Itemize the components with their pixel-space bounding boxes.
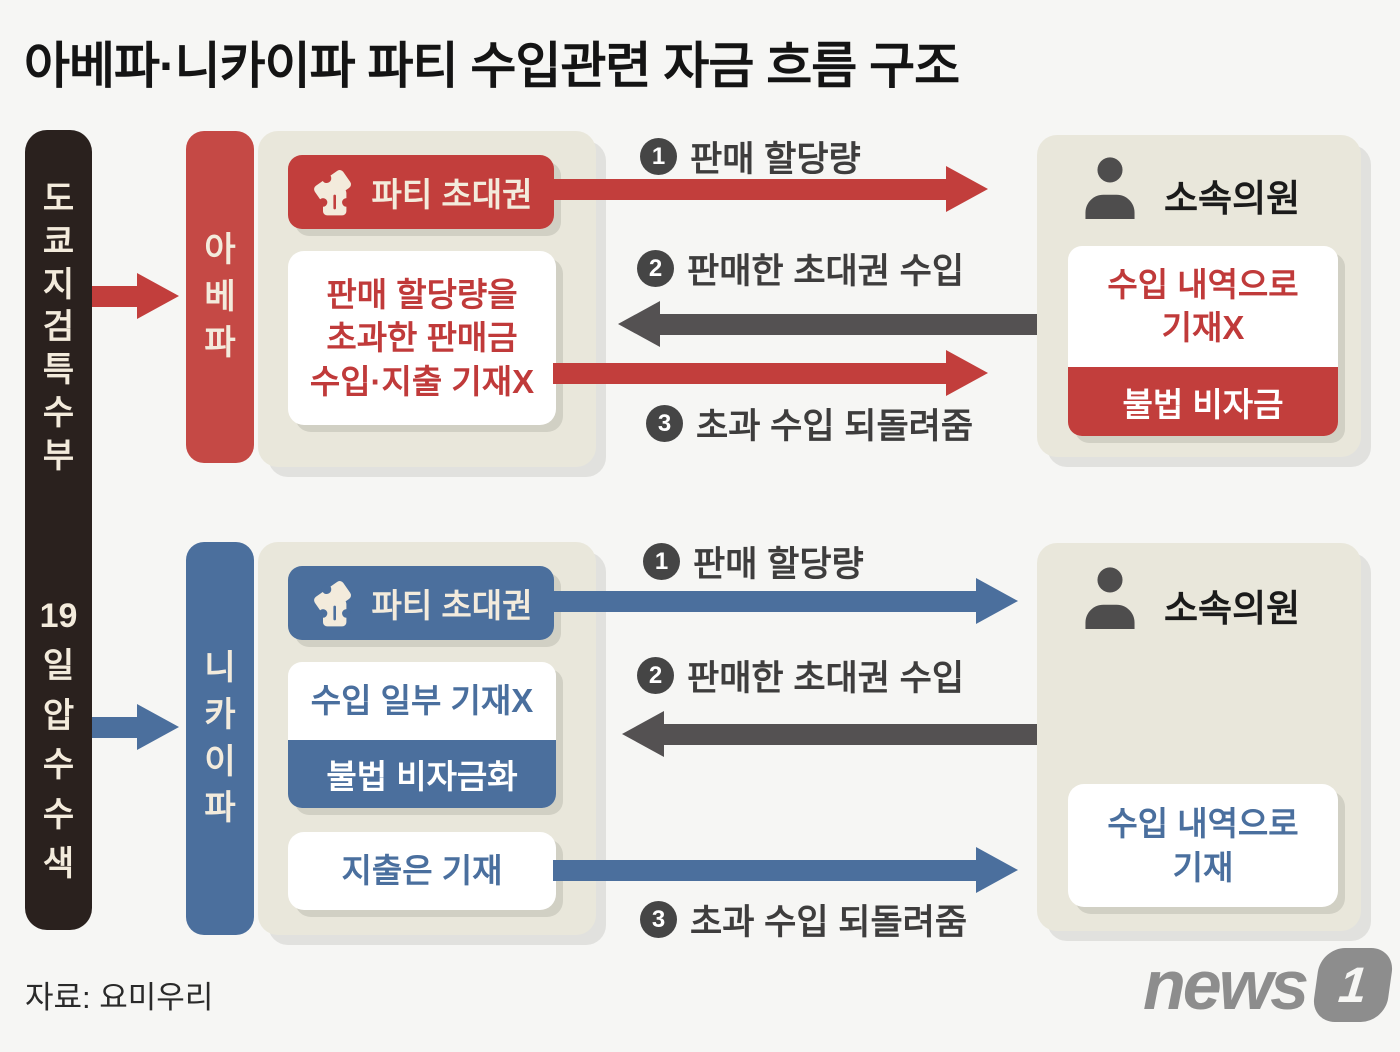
arrow-shaft bbox=[92, 285, 137, 307]
news1-logo-one: 1 bbox=[1336, 957, 1370, 1013]
arrow-head-icon bbox=[946, 350, 988, 396]
abe-ticket-badge-label: 파티 초대권 bbox=[371, 176, 533, 213]
nikai-arrow-quota bbox=[546, 578, 1018, 624]
nikai-expense-box: 지출은 기재 bbox=[288, 832, 556, 910]
arrow-head-icon bbox=[946, 166, 988, 212]
raid-arrow-abe bbox=[92, 273, 179, 319]
nikai-partial-record-box: 수입 일부 기재X bbox=[288, 662, 556, 740]
nikai-flow-label-3-text: 초과 수입 되돌려줌 bbox=[690, 903, 968, 942]
abe-member-title: 소속의원 bbox=[1164, 178, 1301, 219]
arrow-head-icon bbox=[976, 578, 1018, 624]
step-2-badge: 2 bbox=[637, 250, 674, 287]
nikai-member-title: 소속의원 bbox=[1164, 588, 1301, 629]
nikai-flow-label-2: 2 판매한 초대권 수입 bbox=[637, 650, 964, 701]
arrow-shaft bbox=[553, 859, 976, 881]
nikai-flow-label-1-text: 판매 할당량 bbox=[693, 545, 864, 584]
step-3-badge: 3 bbox=[646, 405, 683, 442]
step-1-badge: 1 bbox=[640, 138, 677, 175]
news1-logo-badge: 1 bbox=[1310, 948, 1396, 1022]
abe-flow-label-3-text: 초과 수입 되돌려줌 bbox=[696, 407, 974, 446]
abe-ticket-badge: 파티 초대권 bbox=[288, 155, 554, 229]
news1-logo-text: news bbox=[1143, 946, 1309, 1024]
nikai-arrow-return bbox=[553, 847, 1018, 893]
arrow-head-icon bbox=[137, 704, 179, 750]
abe-flow-label-3: 3 초과 수입 되돌려줌 bbox=[646, 398, 973, 449]
nikai-arrow-income bbox=[622, 711, 1037, 757]
abe-flow-label-2-text: 판매한 초대권 수입 bbox=[687, 252, 965, 291]
abe-arrow-quota bbox=[546, 166, 988, 212]
nikai-slushfund-box: 불법 비자금화 bbox=[288, 740, 556, 808]
person-icon bbox=[1085, 567, 1135, 629]
arrow-shaft bbox=[664, 723, 1037, 745]
arrow-head-icon bbox=[976, 847, 1018, 893]
raid-arrow-nikai bbox=[92, 704, 179, 750]
abe-slushfund-box: 불법 비자금 bbox=[1068, 367, 1338, 436]
faction-tab-abe: 아베파 bbox=[186, 131, 254, 463]
nikai-note-boxes: 수입 일부 기재X 불법 비자금화 bbox=[288, 662, 556, 808]
abe-arrow-income bbox=[618, 301, 1068, 347]
nikai-flow-label-1: 1 판매 할당량 bbox=[643, 536, 864, 587]
prosecutor-bar-bottom-text: 19일압수수색 bbox=[39, 597, 78, 884]
nikai-flow-label-3: 3 초과 수입 되돌려줌 bbox=[640, 894, 967, 945]
abe-income-box: 수입 내역으로 기재X bbox=[1068, 246, 1338, 367]
arrow-head-icon bbox=[137, 273, 179, 319]
source-note: 자료: 요미우리 bbox=[25, 980, 214, 1015]
abe-flow-label-2: 2 판매한 초대권 수입 bbox=[637, 243, 964, 294]
arrow-head-icon bbox=[622, 711, 664, 757]
abe-note-box: 판매 할당량을 초과한 판매금 수입·지출 기재X bbox=[288, 251, 556, 425]
prosecutor-bar-top-text: 도쿄지검특수부 bbox=[42, 180, 75, 475]
arrow-shaft bbox=[546, 590, 976, 612]
ticket-icon bbox=[313, 581, 351, 627]
arrow-shaft bbox=[546, 178, 946, 200]
person-icon bbox=[1085, 157, 1135, 219]
abe-flow-label-1: 1 판매 할당량 bbox=[640, 131, 861, 182]
abe-flow-label-1-text: 판매 할당량 bbox=[690, 140, 861, 179]
faction-tab-abe-label: 아베파 bbox=[204, 230, 236, 363]
page-title: 아베파·니카이파 파티 수입관련 자금 흐름 구조 bbox=[24, 38, 960, 94]
ticket-icon bbox=[313, 170, 351, 216]
nikai-ticket-badge-label: 파티 초대권 bbox=[371, 587, 533, 624]
arrow-shaft bbox=[553, 362, 946, 384]
nikai-ticket-badge: 파티 초대권 bbox=[288, 566, 554, 640]
arrow-head-icon bbox=[618, 301, 660, 347]
news1-logo: news 1 bbox=[1143, 946, 1396, 1024]
step-3-badge: 3 bbox=[640, 901, 677, 938]
faction-tab-nikai-label: 니카이파 bbox=[204, 648, 236, 828]
arrow-shaft bbox=[92, 716, 137, 738]
abe-note-box-text: 판매 할당량을 초과한 판매금 수입·지출 기재X bbox=[309, 275, 535, 400]
step-2-badge: 2 bbox=[637, 657, 674, 694]
nikai-flow-label-2-text: 판매한 초대권 수입 bbox=[687, 659, 965, 698]
nikai-income-box: 수입 내역으로 기재 bbox=[1068, 784, 1338, 907]
prosecutor-bar: 도쿄지검특수부 19일압수수색 bbox=[25, 130, 92, 930]
arrow-shaft bbox=[660, 313, 1068, 335]
step-1-badge: 1 bbox=[643, 543, 680, 580]
abe-member-boxes: 수입 내역으로 기재X 불법 비자금 bbox=[1068, 246, 1338, 436]
faction-tab-nikai: 니카이파 bbox=[186, 542, 254, 935]
abe-arrow-return bbox=[553, 350, 988, 396]
